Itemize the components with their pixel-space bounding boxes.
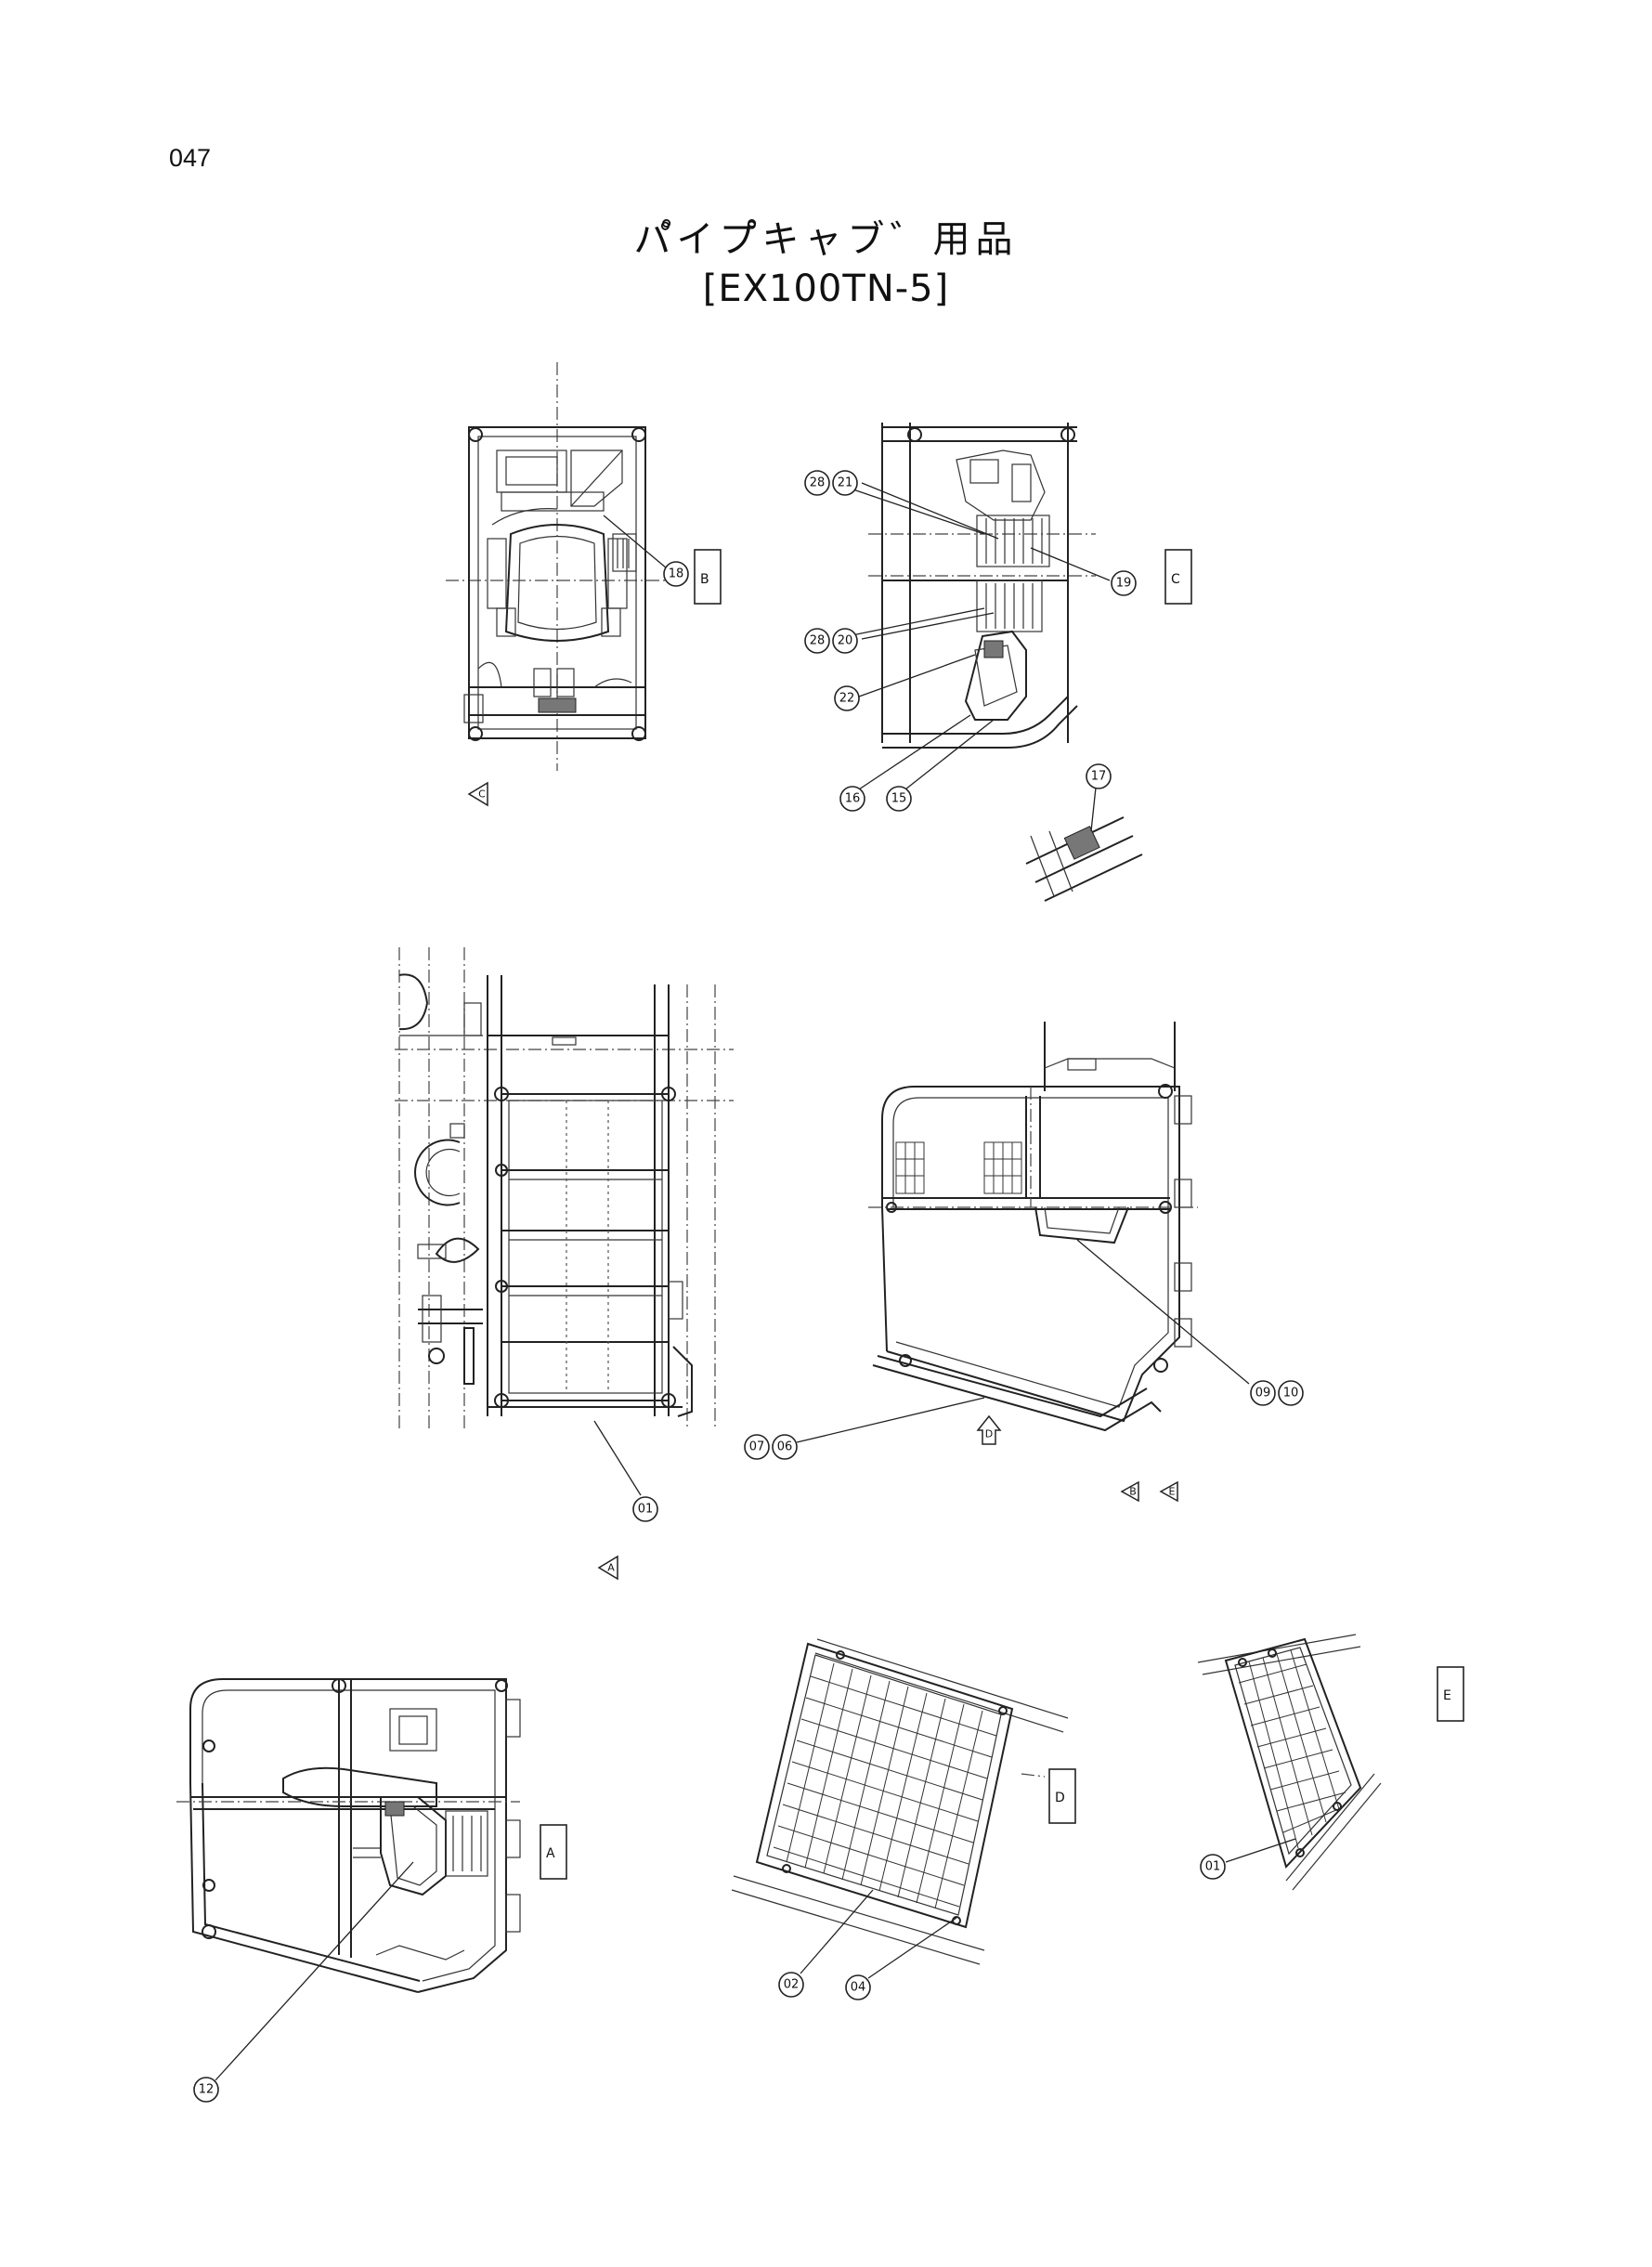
svg-text:E: E [1169, 1486, 1176, 1498]
view-c-drawing [868, 423, 1096, 749]
callouts-view-d: 02 04 [778, 1889, 957, 2000]
view-b-drawing [446, 362, 687, 771]
svg-text:C: C [1171, 572, 1180, 587]
view-arrow-a: A [597, 1555, 618, 1581]
callout-01-view-e: 01 [1200, 1838, 1296, 1880]
svg-text:01: 01 [1205, 1860, 1221, 1874]
callout-18: 18 [603, 515, 689, 587]
svg-text:A: A [546, 1846, 555, 1861]
svg-text:02: 02 [784, 1978, 800, 1992]
view-arrow-c-left: C [467, 781, 488, 807]
svg-text:28: 28 [810, 476, 826, 490]
svg-text:19: 19 [1116, 577, 1132, 591]
svg-text:12: 12 [199, 2083, 215, 2097]
front-frame-drawing [868, 1022, 1198, 1432]
callout-01-side: 01 [593, 1420, 658, 1522]
page-number: 047 [169, 144, 212, 172]
view-arrow-d: D [976, 1414, 1002, 1445]
view-arrow-e: E [1159, 1480, 1178, 1503]
svg-text:D: D [1055, 1791, 1065, 1805]
view-e-drawing [1197, 1634, 1382, 1891]
svg-text:04: 04 [851, 1981, 866, 1995]
page-title: パ゚イプ゚キャブ゛用品 [633, 218, 1019, 261]
view-d-drawing [731, 1638, 1069, 1965]
view-tag-b: B [694, 549, 722, 605]
svg-text:15: 15 [891, 792, 907, 806]
svg-text:E: E [1443, 1688, 1451, 1703]
detail-17-drawing [1025, 816, 1143, 902]
svg-text:17: 17 [1091, 770, 1107, 784]
svg-text:21: 21 [838, 476, 853, 490]
svg-text:10: 10 [1283, 1387, 1299, 1401]
svg-text:28: 28 [810, 634, 826, 648]
view-tag-c: C [1164, 549, 1192, 605]
svg-text:A: A [607, 1562, 615, 1574]
view-a-drawing [176, 1678, 521, 1993]
svg-text:07: 07 [749, 1440, 765, 1454]
svg-text:01: 01 [638, 1503, 654, 1517]
svg-text:09: 09 [1255, 1387, 1271, 1401]
view-arrow-b: B [1120, 1480, 1139, 1503]
view-tag-e: E [1437, 1666, 1464, 1722]
view-tag-a: A [540, 1824, 567, 1880]
svg-text:B: B [700, 572, 709, 587]
callouts-view-c: 28 21 19 28 20 22 16 15 [804, 470, 1137, 812]
svg-text:20: 20 [838, 634, 853, 648]
svg-text:06: 06 [777, 1440, 793, 1454]
svg-text:D: D [985, 1428, 993, 1440]
callouts-front-frame: 09 10 07 06 [744, 1239, 1304, 1460]
side-frame-drawing [395, 947, 734, 1430]
svg-text:B: B [1129, 1486, 1137, 1498]
svg-text:22: 22 [839, 692, 855, 706]
svg-text:18: 18 [669, 567, 684, 581]
view-tag-d: D [1048, 1768, 1076, 1824]
svg-text:16: 16 [845, 792, 861, 806]
model-number: [EX100TN-5] [702, 267, 950, 310]
callout-12: 12 [193, 1861, 414, 2103]
callout-17: 17 [1086, 763, 1112, 832]
svg-text:C: C [478, 788, 486, 801]
